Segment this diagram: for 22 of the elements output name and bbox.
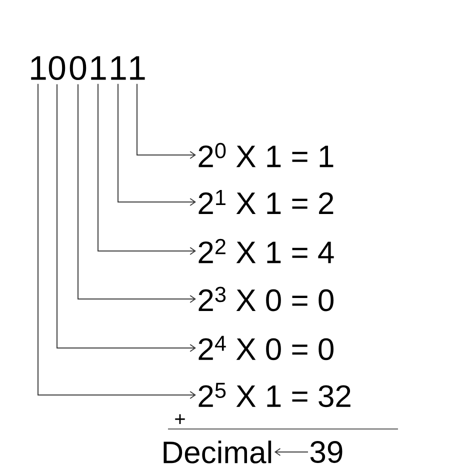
equation-text: 2$^{5}$ X 1 = 32 — [198, 382, 350, 408]
plus-sign: + — [175, 414, 185, 424]
arrow — [274, 448, 308, 456]
equation-text: 2$^{1}$ X 1 = 2 — [198, 190, 334, 214]
leader-line — [56, 84, 196, 352]
binary-digit: 1 — [91, 56, 106, 80]
equation-text: 2$^{0}$ X 1 = 1 — [198, 142, 334, 168]
result-text: 39 — [310, 441, 342, 463]
leader-line — [136, 83, 196, 159]
binary-digit: 0 — [70, 56, 86, 80]
binary-digit: 1 — [130, 56, 145, 80]
binary-digit: 1 — [31, 56, 46, 80]
result-text: Decimal — [164, 440, 272, 464]
equation-text: 2$^{4}$ X 0 = 0 — [198, 336, 334, 360]
binary-digit: 1 — [111, 56, 126, 80]
leader-line — [118, 83, 196, 206]
leader-line — [78, 84, 196, 303]
equation-text: 2$^{3}$ X 0 = 0 — [198, 286, 334, 312]
leader-line — [98, 83, 196, 255]
leader-line — [38, 83, 196, 399]
binary-digit: 0 — [48, 56, 66, 80]
equation-text: 2$^{2}$ X 1 = 4 — [198, 238, 334, 264]
